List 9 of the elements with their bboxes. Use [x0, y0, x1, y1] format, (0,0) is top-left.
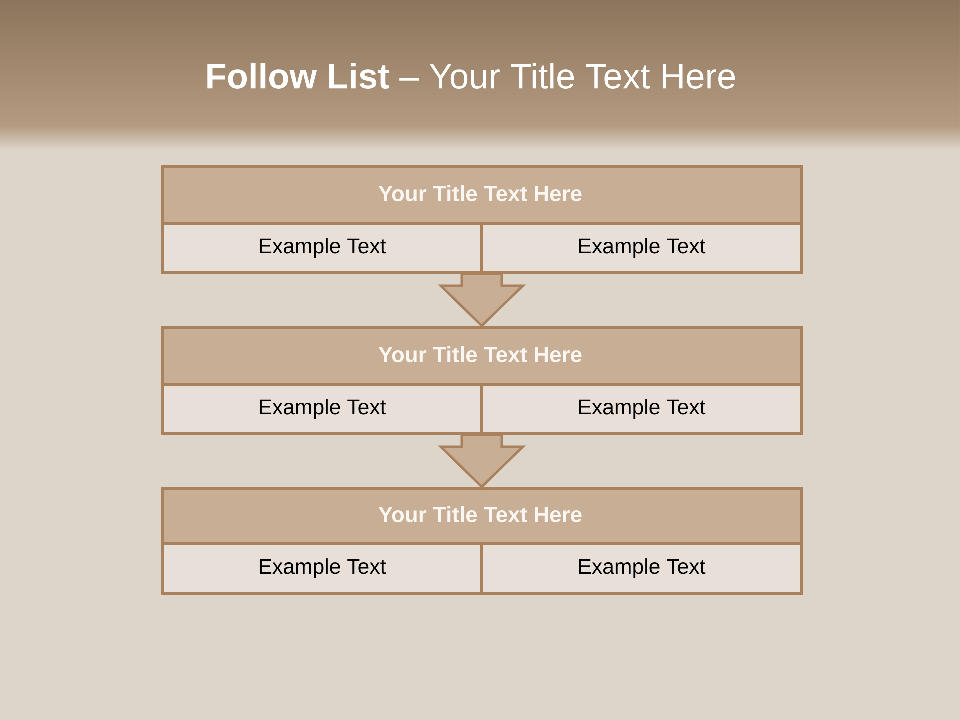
text-cell: Example Text	[161, 222, 484, 274]
slide-title: Follow List – Your Title Text Here	[208, 63, 736, 89]
text-cell: Example Text	[480, 222, 803, 274]
text-cell: Example Text	[480, 383, 803, 435]
block-arrow	[438, 272, 526, 328]
block-arrow	[438, 434, 526, 489]
text-cell: Example Text	[161, 542, 484, 595]
text-cell: Example Text	[161, 383, 484, 435]
text-cell: Example Text	[480, 542, 803, 595]
